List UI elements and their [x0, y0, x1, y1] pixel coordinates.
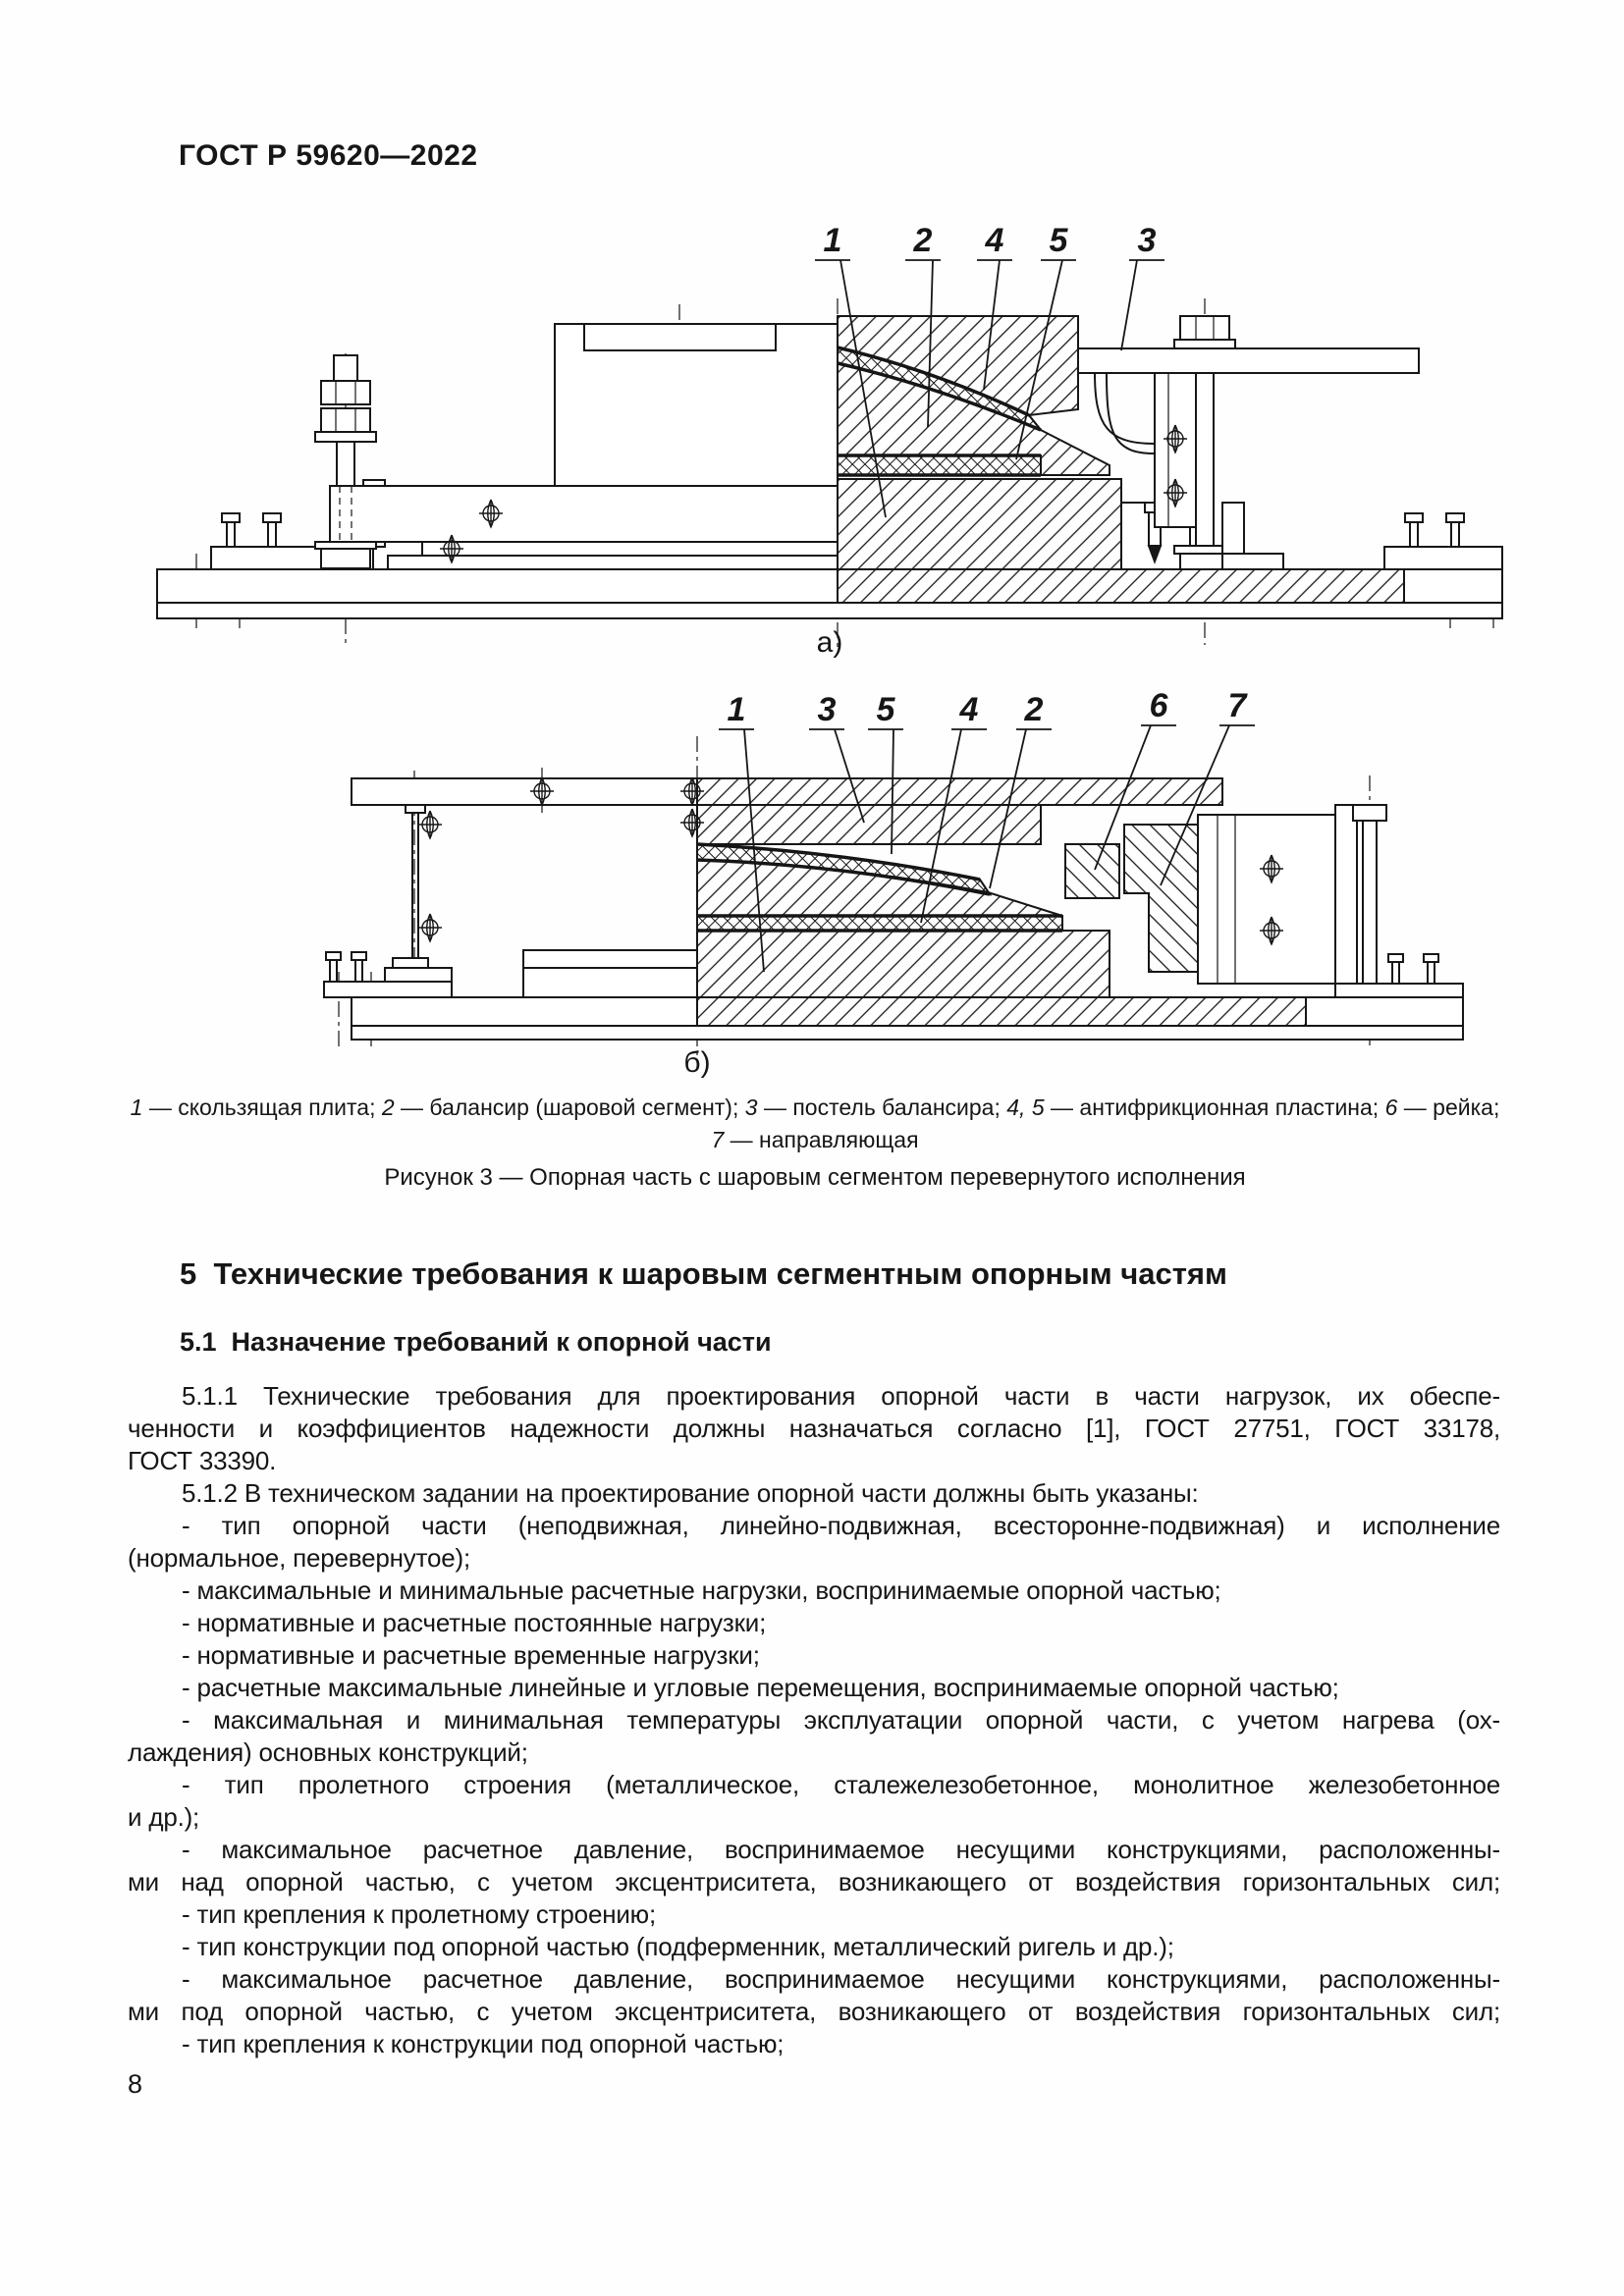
callout-b-2: 2	[1024, 691, 1044, 728]
bearing-bed-3b	[696, 804, 1042, 845]
body-line: лаждения) основных конструкций;	[128, 1737, 528, 1767]
caption-segment: 1	[130, 1095, 143, 1120]
body-text: 5.1.1 Технические требования для проекти…	[128, 1380, 1500, 2060]
subsection-heading: 5.1 Назначение требований к опорной част…	[180, 1327, 772, 1357]
caption-segment: — направляющая	[724, 1127, 919, 1152]
guide-7	[1123, 824, 1199, 973]
document-header: ГОСТ Р 59620—2022	[179, 139, 478, 172]
left-stud	[366, 804, 453, 998]
bolt-symbol	[417, 913, 443, 942]
caption-segment: — скользящая плита;	[142, 1095, 382, 1120]
figure-a-label: а)	[817, 626, 843, 659]
caption-segment: 4, 5	[1006, 1095, 1045, 1120]
bearing-section-a: 1 2 4 5 3 а)	[156, 222, 1503, 659]
callout-leaders-b	[719, 724, 1255, 973]
rail-6	[1064, 843, 1120, 899]
body-line: - расчетные максимальные линейные и угло…	[182, 1673, 1339, 1702]
body-line: - максимальное расчетное давление, воспр…	[182, 1964, 1500, 1994]
caption-segment: 6	[1384, 1095, 1398, 1120]
antifriction-plate-5	[837, 454, 1042, 477]
body-line: - нормативные и расчетные постоянные наг…	[182, 1608, 767, 1637]
right-base-flange	[1383, 512, 1503, 570]
body-line: 5.1.1 Технические требования для проекти…	[182, 1381, 1500, 1411]
upper-plate-left	[329, 485, 839, 543]
bent-tube	[1094, 372, 1156, 454]
caption-segment: — постель балансира;	[757, 1095, 1007, 1120]
page-number: 8	[128, 2069, 143, 2099]
bolt-symbol	[417, 810, 443, 839]
right-plates	[1197, 804, 1387, 985]
left-base-flange-b	[323, 951, 453, 998]
figure-b-label: б)	[683, 1046, 710, 1079]
figure-caption: 1 — скользящая плита; 2 — балансир (шаро…	[128, 1092, 1502, 1156]
body-line: ми над опорной частью, с учетом эксцентр…	[128, 1867, 1500, 1896]
body-line: - максимальная и минимальная температуры…	[182, 1705, 1500, 1735]
body-line: - тип конструкции под опорной частью (по…	[182, 1932, 1174, 1961]
left-steps	[522, 949, 698, 998]
middle-bar-1	[421, 541, 839, 557]
figure-title: Рисунок 3 — Опорная часть с шаровым сегм…	[384, 1164, 1246, 1191]
right-anchor-bolt	[1173, 315, 1236, 570]
callout-b-5: 5	[877, 691, 896, 728]
top-plate	[351, 777, 1223, 806]
body-line: - тип пролетного строения (металлическое…	[182, 1770, 1500, 1799]
callout-a-3: 3	[1138, 222, 1157, 259]
callout-a-2: 2	[913, 222, 933, 259]
callout-b-3: 3	[818, 691, 837, 728]
callout-b-6: 6	[1150, 687, 1169, 724]
top-left-block	[554, 323, 839, 487]
callout-b-4: 4	[959, 691, 979, 728]
left-anchor-bolt	[314, 354, 377, 569]
body-line: ГОСТ 33390.	[128, 1446, 277, 1475]
body-line: - максимальное расчетное давление, воспр…	[182, 1835, 1500, 1864]
balancer-2b	[696, 858, 1063, 917]
caption-segment: 2	[381, 1095, 395, 1120]
body-line: - максимальные и минимальные расчетные н…	[182, 1575, 1221, 1605]
middle-bar-2	[387, 555, 839, 570]
bottom-plate	[351, 996, 1464, 1041]
body-line: - тип крепления к пролетному строению;	[182, 1899, 657, 1929]
balancer-2	[837, 361, 1110, 476]
bearing-section-b: 1 3 5 4 2 6 7 б)	[323, 687, 1464, 1079]
body-line: ми под опорной частью, с учетом эксцентр…	[128, 1997, 1500, 2026]
sliding-plate-1b	[696, 930, 1110, 998]
body-line: 5.1.2 В техническом задании на проектиро…	[182, 1478, 1199, 1508]
callout-a-5: 5	[1050, 222, 1069, 259]
caption-segment: — рейка;	[1397, 1095, 1500, 1120]
antifriction-plate-4b	[696, 914, 1063, 933]
caption-segment: — балансир (шаровой сегмент);	[394, 1095, 745, 1120]
callout-a-4: 4	[985, 222, 1004, 259]
callout-b-7: 7	[1228, 687, 1249, 724]
right-base-flange-b	[1334, 953, 1464, 998]
right-angle-bracket	[1221, 502, 1284, 570]
body-line: - тип крепления к конструкции под опорно…	[182, 2029, 785, 2058]
body-line: - нормативные и расчетные временные нагр…	[182, 1640, 760, 1670]
baseplate	[156, 568, 1503, 619]
section-heading: 5 Технические требования к шаровым сегме…	[180, 1256, 1227, 1291]
caption-segment: 7	[711, 1127, 725, 1152]
body-line: (нормальное, перевернутое);	[128, 1543, 470, 1573]
caption-segment: — антифрикционная пластина;	[1044, 1095, 1385, 1120]
figure-a-drawing: 1 2 4 5 3 а)	[128, 208, 1522, 669]
callout-a-1: 1	[824, 222, 842, 259]
figure-b-drawing: 1 3 5 4 2 6 7 б)	[128, 677, 1522, 1095]
body-line: - тип опорной части (неподвижная, линейн…	[182, 1511, 1500, 1540]
body-line: и др.);	[128, 1802, 200, 1832]
sliding-plate-1	[837, 478, 1122, 570]
callout-leaders-a	[815, 259, 1164, 518]
right-top-bar	[1077, 347, 1420, 374]
body-line: ченности и коэффициентов надежности долж…	[128, 1414, 1500, 1443]
caption-segment: 3	[744, 1095, 758, 1120]
callout-b-1: 1	[728, 691, 746, 728]
